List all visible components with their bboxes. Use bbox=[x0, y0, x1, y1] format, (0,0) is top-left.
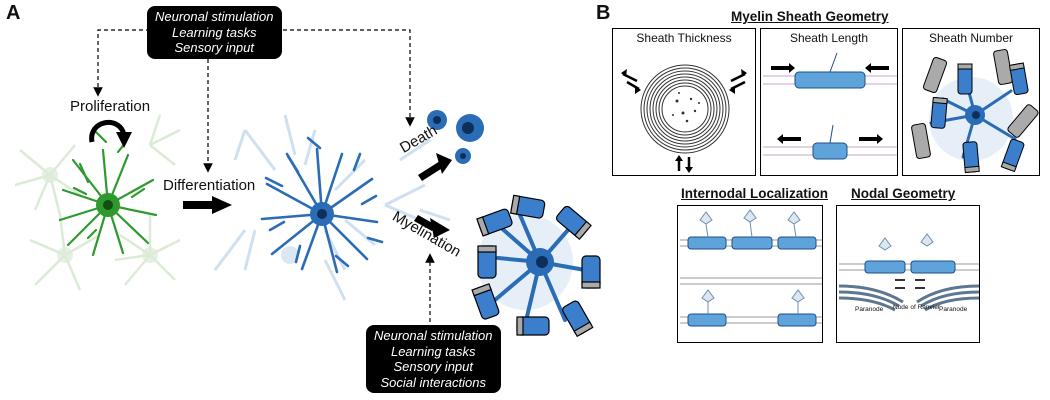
proliferation-arrow bbox=[89, 119, 132, 148]
internodal-localization-box bbox=[677, 205, 823, 343]
sheath-thickness-diagram bbox=[621, 64, 747, 173]
sheath-number-title: Sheath Number bbox=[928, 31, 1014, 45]
differentiation-label: Differentiation bbox=[163, 177, 256, 194]
stimulus-item: Learning tasks bbox=[171, 24, 257, 40]
panel-a-letter: A bbox=[6, 2, 21, 24]
oligodendrocyte-cell bbox=[260, 136, 384, 274]
node-of-ranvier-label: Node of Ranvier bbox=[893, 304, 940, 311]
stimuli-box-top: Neuronal stimulation Learning tasks Sens… bbox=[147, 6, 282, 59]
top-dashed-arrows bbox=[93, 29, 435, 322]
myelination-arrow bbox=[414, 215, 450, 238]
death-arrow bbox=[418, 153, 452, 181]
dying-cells bbox=[427, 110, 484, 164]
stimuli-box-bottom: Neuronal stimulation Learning tasks Sens… bbox=[366, 325, 501, 393]
panel-b-letter: B bbox=[596, 2, 611, 24]
nodal-geometry-heading: Nodal Geometry bbox=[851, 186, 956, 201]
stimulus-item: Social interactions bbox=[380, 374, 487, 390]
nodal-geometry-diagram bbox=[838, 233, 980, 312]
sheath-length-box: Sheath Length bbox=[760, 28, 898, 176]
myelinating-oligodendrocyte bbox=[471, 194, 601, 338]
stimulus-item: Neuronal stimulation bbox=[374, 328, 493, 343]
stimulus-item: Sensory input bbox=[174, 40, 255, 55]
stimulus-item: Neuronal stimulation bbox=[155, 9, 274, 24]
paranode-label-left: Paranode bbox=[855, 306, 884, 313]
sheath-length-diagram bbox=[763, 52, 897, 160]
sheath-number-box: Sheath Number bbox=[902, 28, 1040, 176]
myelin-sheath-geometry-heading: Myelin Sheath Geometry bbox=[731, 9, 889, 24]
internodal-localization-diagram bbox=[680, 209, 822, 327]
internodal-localization-heading: Internodal Localization bbox=[681, 186, 829, 201]
stimulus-item: Learning tasks bbox=[390, 343, 476, 359]
background-blue-cells bbox=[213, 114, 451, 301]
panel-a-diagram bbox=[14, 29, 601, 338]
opc-cell bbox=[58, 130, 158, 257]
differentiation-arrow bbox=[183, 196, 232, 214]
paranode-label-right: Paranode bbox=[939, 306, 968, 313]
background-green-cells bbox=[14, 114, 181, 291]
sheath-length-title: Sheath Length bbox=[789, 31, 869, 45]
sheath-thickness-title: Sheath Thickness bbox=[636, 31, 732, 45]
sheath-number-diagram bbox=[911, 49, 1039, 174]
nodal-geometry-box: Paranode Node of Ranvier Paranode bbox=[836, 205, 980, 343]
proliferation-label: Proliferation bbox=[70, 98, 151, 115]
stimulus-item: Sensory input bbox=[393, 359, 474, 374]
sheath-thickness-box: Sheath Thickness bbox=[612, 28, 756, 176]
